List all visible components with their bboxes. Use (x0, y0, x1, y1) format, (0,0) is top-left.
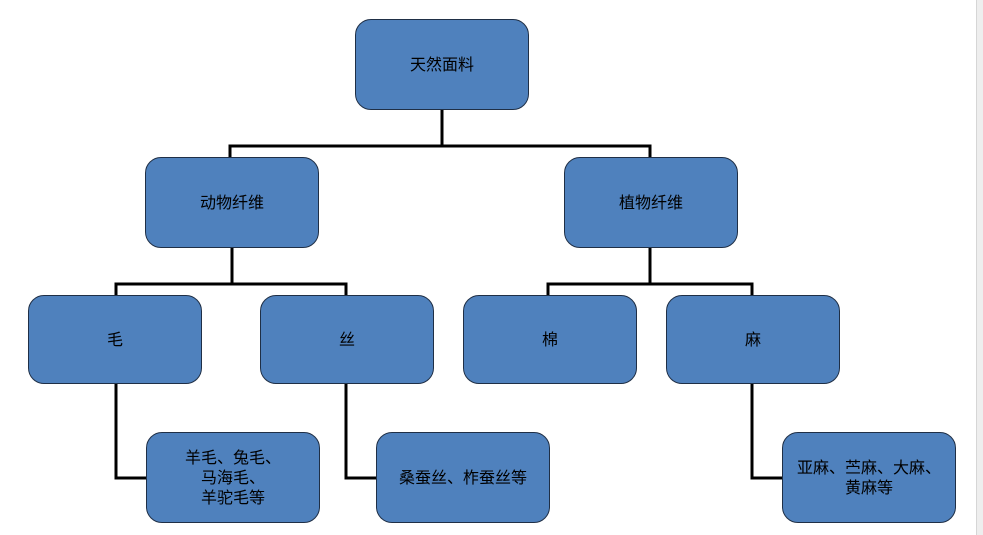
connector-animal-wool (114, 248, 234, 296)
connector-animal-silk (232, 282, 348, 296)
node-silk: 丝 (260, 295, 434, 384)
connector-silk-detail (344, 383, 377, 480)
node-silk-detail: 桑蚕丝、柞蚕丝等 (376, 432, 550, 523)
connector-plant-cotton (546, 248, 652, 296)
node-natural-fabric: 天然面料 (355, 19, 529, 110)
connector-wool-detail (114, 383, 147, 480)
node-wool: 毛 (28, 295, 202, 384)
page-right-edge (976, 0, 983, 535)
node-animal-fiber: 动物纤维 (145, 157, 319, 248)
connector-root-plant (442, 144, 652, 158)
node-cotton: 棉 (463, 295, 637, 384)
connector-hemp-detail (750, 383, 783, 480)
node-wool-detail: 羊毛、兔毛、 马海毛、 羊驼毛等 (146, 432, 320, 523)
connector-root-branches (228, 110, 444, 158)
node-plant-fiber: 植物纤维 (564, 157, 738, 248)
node-hemp-detail: 亚麻、苎麻、大麻、 黄麻等 (782, 432, 956, 523)
connector-plant-hemp (650, 282, 754, 296)
node-hemp: 麻 (666, 295, 840, 384)
